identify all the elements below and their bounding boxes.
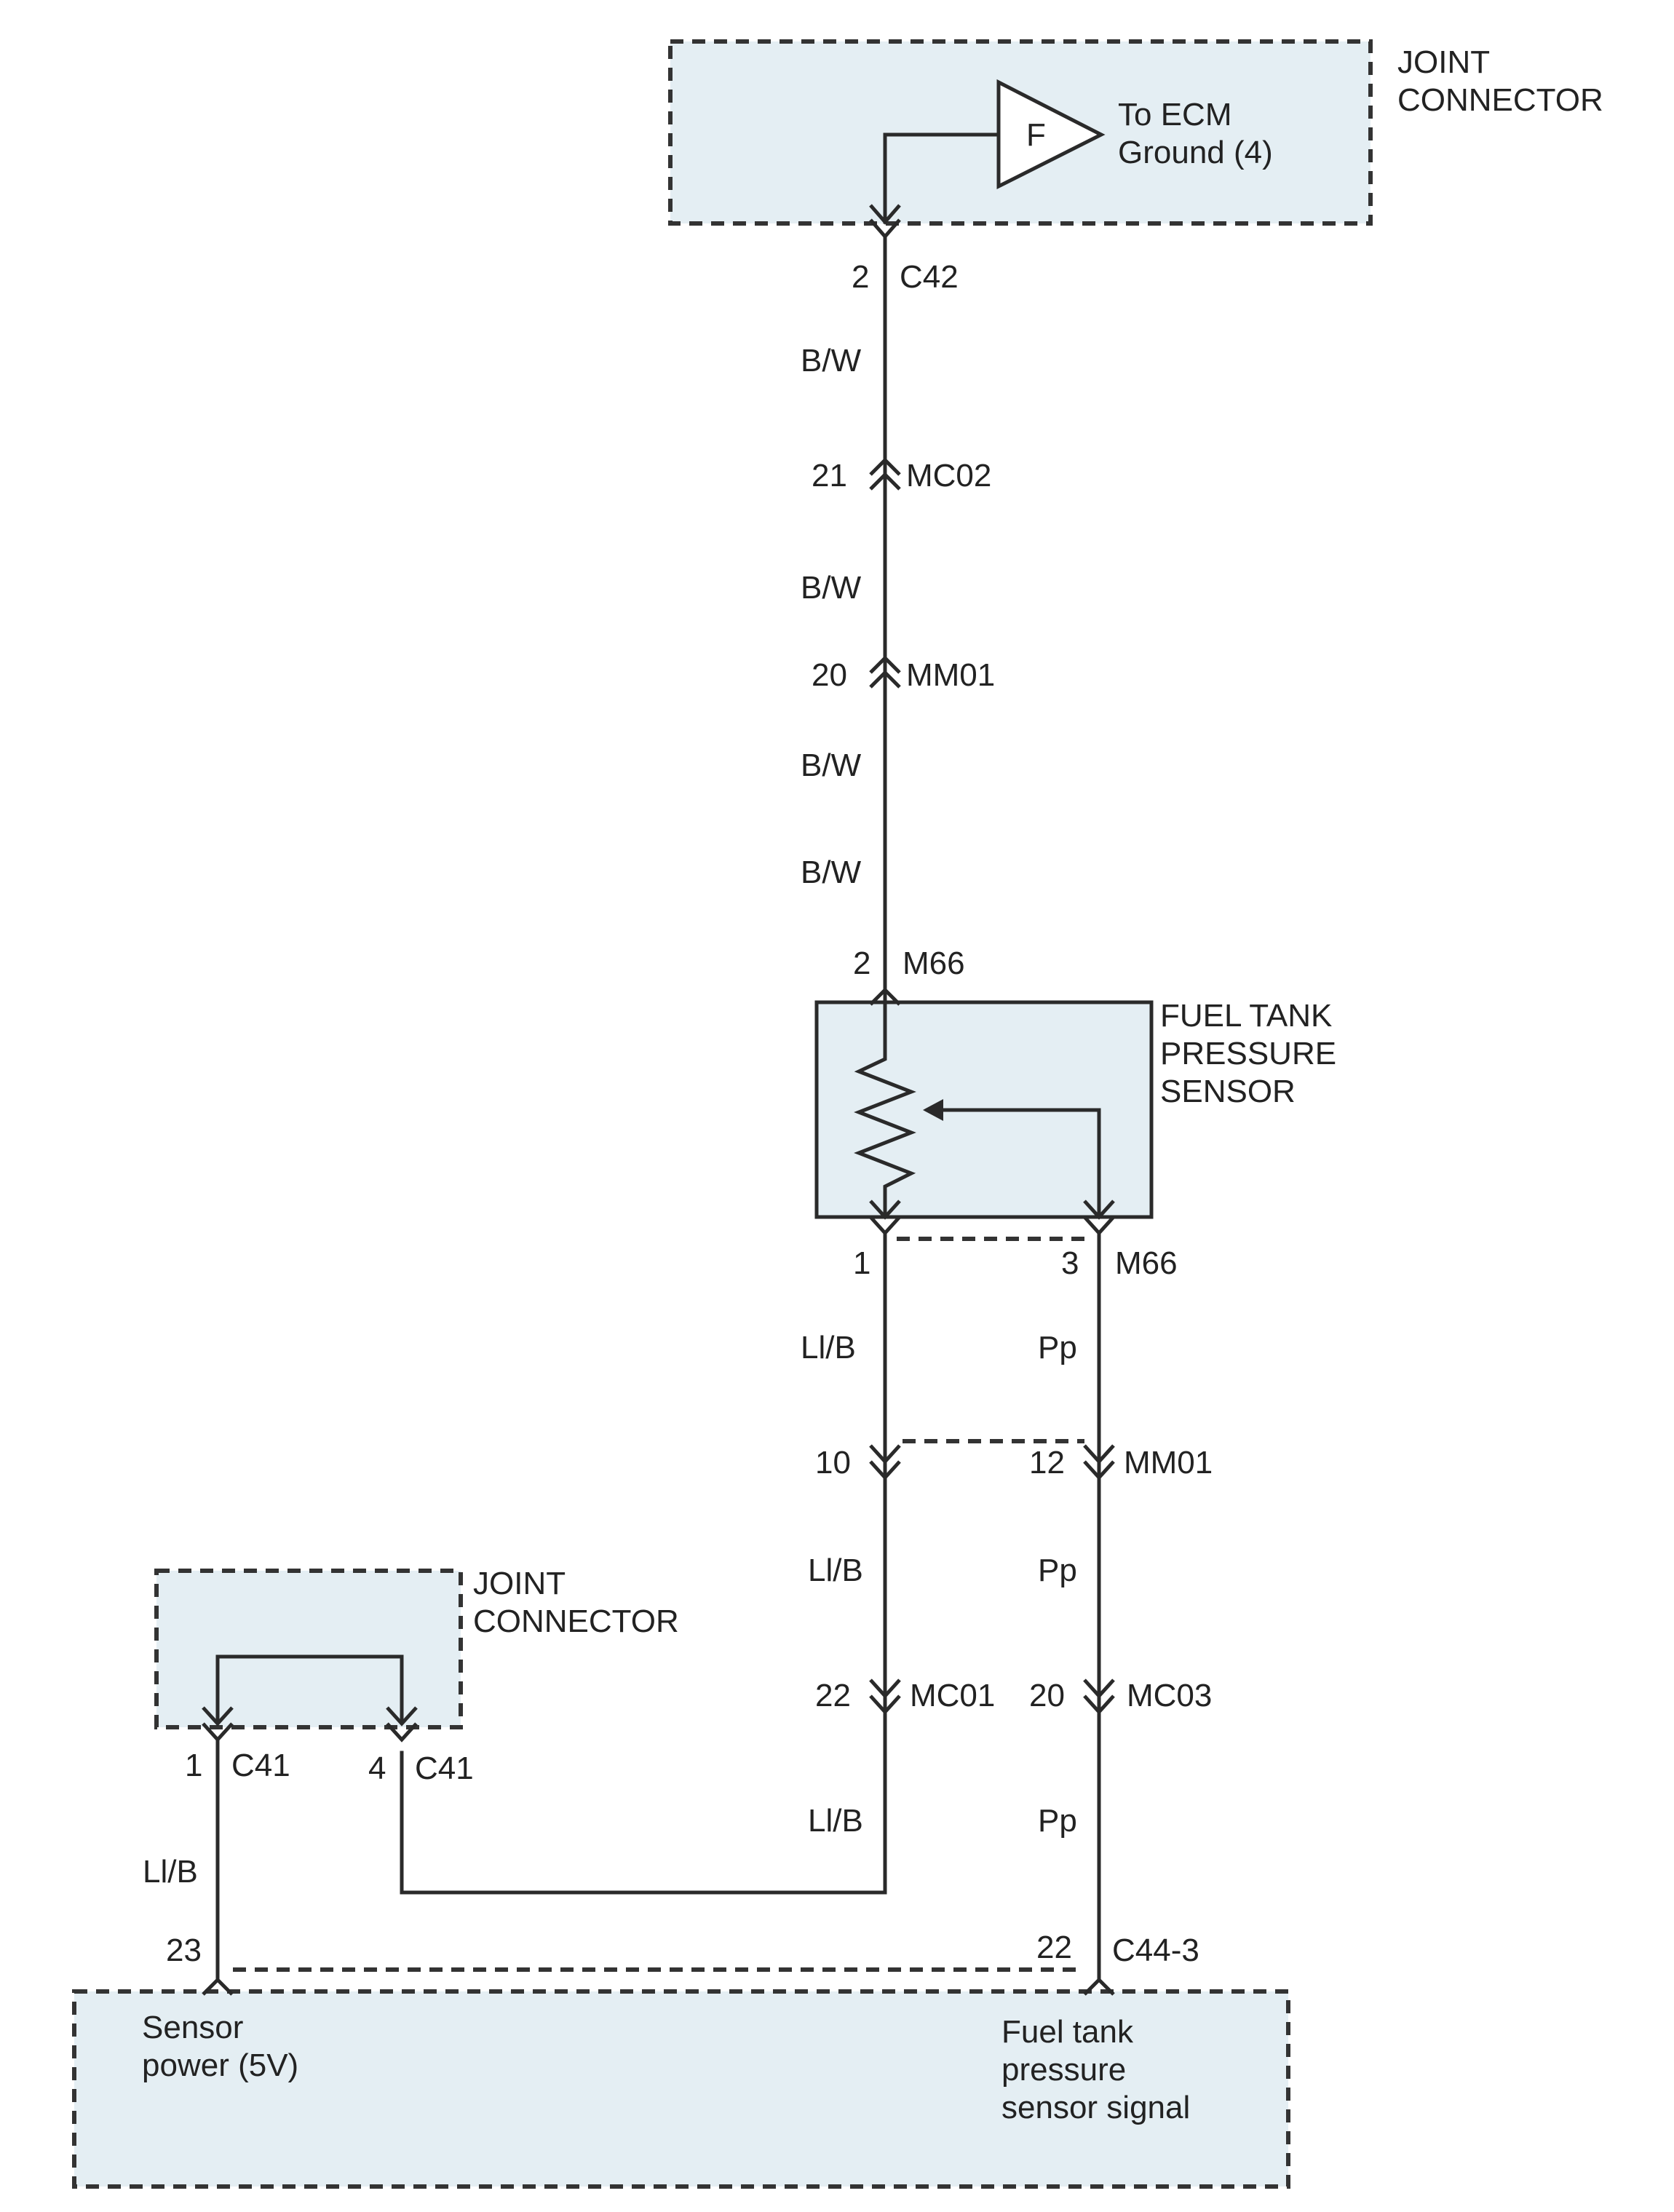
wire-color-lib-2: Ll/B [808,1553,863,1588]
ground-circuit: 2 C42 B/W 21 MC02 B/W 20 MM01 B/W B/W 2 … [801,234,995,1007]
wiper-arrow-icon [923,1099,943,1121]
m66-bottom-right-name: M66 [1115,1245,1178,1281]
wire-color-bw-1: B/W [801,343,862,378]
ecm-left-terminal-icon [202,1977,234,1996]
mc02-pin: 21 [812,458,847,493]
m66-bottom-right-pin: 3 [1061,1245,1079,1281]
c41-right-terminal-icon [386,1706,418,1727]
m66-top-pin: 2 [853,946,870,981]
ecm-sensor-power-line1: Sensor [142,2010,243,2045]
ecm-signal-line1: Fuel tank [1001,2014,1134,2050]
m66-top-name: M66 [903,946,965,981]
mc01-connector-icon [869,1678,901,1699]
m66-bottom-left-pin: 1 [853,1245,870,1281]
sensor-label-line3: SENSOR [1160,1074,1296,1109]
mm01-left-connector-icon [869,1444,901,1464]
joint-connector-bottom-label-line1: JOINT [473,1566,566,1601]
mm01-left-pin: 10 [815,1445,851,1480]
wire-color-pp-3: Pp [1038,1803,1077,1839]
ecm-signal-line2: pressure [1001,2052,1126,2088]
ecm-signal-line3: sensor signal [1001,2090,1190,2125]
wire-color-lib-1: Ll/B [801,1330,856,1365]
mc02-name: MC02 [906,458,991,493]
c42-pin: 2 [852,259,869,295]
c41-left-name: C41 [231,1748,290,1783]
mm01-right-connector-icon [1083,1444,1115,1464]
c41-left-pin: 1 [185,1748,202,1783]
ecm-left-pin: 23 [166,1932,202,1968]
sensor-label-line2: PRESSURE [1160,1036,1336,1071]
ecm-block: 23 22 C44-3 Sensor power (5V) Fuel tank … [72,1930,1290,2189]
mm01-upper-connector-icon [869,655,901,674]
wire-color-lib-3: Ll/B [808,1803,863,1839]
m66-top-terminal-icon [869,987,901,1006]
mc01-name: MC01 [910,1678,995,1713]
c41-right-pin: 4 [368,1751,386,1786]
c41-left-terminal-icon [202,1706,234,1727]
mm01-upper-pin: 20 [812,657,847,693]
mc03-name: MC03 [1127,1678,1212,1713]
joint-connector-top: F To ECM Ground (4) JOINT CONNECTOR [668,39,1603,239]
wire-color-bw-3: B/W [801,748,862,783]
c42-terminal-icon [869,204,901,225]
wire-color-bw-2: B/W [801,570,862,606]
mm01-upper-name: MM01 [906,657,995,693]
mm01-right-name: MM01 [1124,1445,1213,1480]
ecm-right-terminal-icon [1083,1977,1115,1996]
mc02-connector-icon [869,457,901,476]
potentiometer-icon [854,1002,916,1219]
ground-symbol-letter: F [1026,117,1046,153]
c41-right-name: C41 [415,1751,474,1786]
fuel-tank-pressure-sensor: FUEL TANK PRESSURE SENSOR [814,987,1336,1236]
joint-connector-top-label-line2: CONNECTOR [1397,82,1603,118]
sensor-label-line1: FUEL TANK [1160,998,1332,1034]
c42-name: C42 [900,259,959,295]
ecm-right-pin: 22 [1036,1930,1072,1965]
wire-color-pp-1: Pp [1038,1330,1077,1365]
joint-connector-bottom-label-line2: CONNECTOR [473,1603,679,1639]
ecm-sensor-power-line2: power (5V) [142,2048,298,2083]
mm01-right-pin: 12 [1029,1445,1065,1480]
ecm-right-name: C44-3 [1112,1932,1199,1968]
mc03-connector-icon [1083,1678,1115,1699]
wire-color-bw-4: B/W [801,855,862,890]
joint-connector-top-label-line1: JOINT [1397,44,1490,80]
mc01-pin: 22 [815,1678,851,1713]
wire-color-pp-2: Pp [1038,1553,1077,1588]
ground-text-line1: To ECM [1118,97,1231,132]
signal-and-power-circuits: 1 3 M66 Ll/B Pp 10 12 MM01 Ll/B Pp 22 MC… [400,1231,1213,1982]
ground-text-line2: Ground (4) [1118,135,1273,170]
joint-connector-bottom: JOINT CONNECTOR 1 C41 4 C41 Ll/B [143,1566,679,1982]
mc03-pin: 20 [1029,1678,1065,1713]
wire-color-lib-4: Ll/B [143,1854,198,1890]
